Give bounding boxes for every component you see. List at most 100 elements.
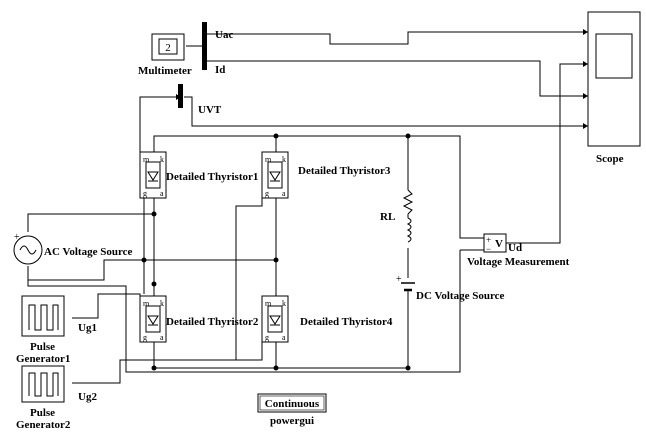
rl-block[interactable]: RL bbox=[380, 189, 414, 243]
wire-id-scope bbox=[206, 60, 588, 97]
vm-label: Voltage Measurement bbox=[467, 256, 570, 268]
vm-box[interactable] bbox=[483, 233, 507, 253]
demux-bar[interactable] bbox=[202, 22, 207, 70]
pulse-generator1-block[interactable]: Pulse Generator1 Ug1 bbox=[16, 295, 97, 365]
wire-ug2-t4 bbox=[72, 318, 263, 384]
thyristor1-label: Detailed Thyristor1 bbox=[166, 171, 258, 183]
thyristor2-box[interactable] bbox=[139, 295, 167, 343]
scope-in-arrow-icon bbox=[583, 93, 588, 99]
wire-ug2-t3 bbox=[235, 180, 263, 360]
junction bbox=[151, 281, 157, 287]
scope-box[interactable] bbox=[587, 11, 641, 147]
multimeter-display-value: 2 bbox=[165, 42, 171, 54]
thyristor4-block[interactable]: m k g a Detailed Thyristor4 bbox=[261, 295, 393, 343]
multimeter-block[interactable]: 2 Multimeter bbox=[138, 33, 192, 77]
thyristor-pin-k: k bbox=[282, 155, 286, 164]
thyristor3-label: Detailed Thyristor3 bbox=[298, 165, 391, 177]
dc-source-label: DC Voltage Source bbox=[416, 290, 505, 302]
wire-uvt-in bbox=[139, 96, 178, 162]
thyristor-pin-m: m bbox=[265, 155, 272, 164]
wire-top-bus bbox=[153, 135, 470, 239]
pulse1-out-label: Ug1 bbox=[78, 322, 97, 334]
ac-sine-icon bbox=[19, 245, 37, 255]
thyristor-diode-icon bbox=[269, 171, 281, 181]
dc-plus-icon: + bbox=[396, 274, 402, 285]
thyristor1-block[interactable]: m k g a Detailed Thyristor1 bbox=[139, 151, 258, 199]
thyristor-pin-a: a bbox=[160, 333, 164, 342]
uvt-bar[interactable] bbox=[178, 84, 183, 108]
junction bbox=[405, 133, 411, 139]
wire-ac-top bbox=[27, 213, 154, 232]
thyristor-pin-g: g bbox=[265, 189, 269, 198]
wire-uvt-scope bbox=[184, 96, 588, 127]
ac-source-block[interactable]: + AC Voltage Source bbox=[13, 232, 133, 265]
scope-block[interactable]: Scope bbox=[583, 11, 641, 165]
wire-vm-neg bbox=[27, 250, 461, 373]
pulse2-label-1: Pulse bbox=[30, 407, 55, 419]
wire-uac-scope bbox=[206, 31, 588, 45]
scope-in-arrow-icon bbox=[583, 123, 588, 129]
thyristor-pin-a: a bbox=[282, 189, 286, 198]
wire-ug1-t2 bbox=[72, 293, 141, 319]
demux-out-uac: Uac bbox=[215, 29, 233, 41]
demux-out-id: Id bbox=[215, 64, 225, 76]
multimeter-label: Multimeter bbox=[138, 65, 192, 77]
uvt-block[interactable]: UVT bbox=[176, 84, 222, 116]
thyristor-pin-k: k bbox=[160, 299, 164, 308]
wire-ud-scope bbox=[506, 63, 588, 244]
junction bbox=[151, 211, 157, 217]
junction bbox=[273, 133, 279, 139]
voltage-measurement-block[interactable]: + − V Ud Voltage Measurement bbox=[460, 233, 570, 268]
inductor-icon bbox=[406, 217, 412, 243]
thyristor2-block[interactable]: m k g a Detailed Thyristor2 bbox=[139, 295, 259, 343]
vm-minus-icon: − bbox=[486, 244, 491, 254]
thyristor-pin-g: g bbox=[265, 333, 269, 342]
thyristor3-box[interactable] bbox=[261, 151, 289, 199]
junction bbox=[405, 365, 411, 371]
thyristor-diode-icon bbox=[269, 315, 281, 325]
multimeter-display bbox=[158, 38, 178, 55]
thyristor-inner bbox=[267, 161, 283, 189]
thyristor-pin-g: g bbox=[143, 189, 147, 198]
pulse2-out-label: Ug2 bbox=[78, 391, 97, 403]
pulse-generator2-block[interactable]: Pulse Generator2 Ug2 bbox=[16, 365, 97, 431]
uvt-label: UVT bbox=[198, 104, 222, 116]
pulse1-label-2: Generator1 bbox=[16, 353, 70, 365]
junction bbox=[151, 365, 157, 371]
powergui-box[interactable] bbox=[257, 393, 327, 413]
thyristor-inner bbox=[145, 161, 161, 189]
uvt-arrow-icon bbox=[176, 94, 181, 100]
junction bbox=[141, 257, 147, 263]
vm-symbol: V bbox=[495, 238, 503, 250]
thyristor-inner bbox=[145, 305, 161, 333]
scope-screen-icon bbox=[595, 33, 633, 79]
vm-out-label: Ud bbox=[508, 242, 522, 254]
wires bbox=[27, 31, 588, 384]
pulse2-label-2: Generator2 bbox=[16, 419, 71, 431]
powergui-label: powergui bbox=[270, 415, 314, 427]
wire-ac-bottom bbox=[27, 259, 276, 281]
thyristor-pin-k: k bbox=[160, 155, 164, 164]
junction bbox=[273, 257, 279, 263]
thyristor-pin-k: k bbox=[282, 299, 286, 308]
ac-source-label: AC Voltage Source bbox=[44, 246, 133, 258]
junctions bbox=[141, 133, 411, 371]
vm-plus-icon: + bbox=[486, 235, 491, 245]
ac-plus-icon: + bbox=[14, 232, 20, 243]
demux-block[interactable]: Uac Id bbox=[202, 22, 233, 76]
powergui-block[interactable]: Continuous powergui bbox=[257, 393, 327, 427]
thyristor-pin-g: g bbox=[143, 333, 147, 342]
resistor-icon bbox=[402, 189, 414, 215]
thyristor3-block[interactable]: m k g a Detailed Thyristor3 bbox=[261, 151, 391, 199]
thyristor-diode-icon bbox=[147, 315, 159, 325]
junction bbox=[273, 365, 279, 371]
thyristor-pin-a: a bbox=[160, 189, 164, 198]
thyristor4-box[interactable] bbox=[261, 295, 289, 343]
thyristor-diode-icon bbox=[147, 171, 159, 181]
pulse1-label-1: Pulse bbox=[30, 341, 55, 353]
rl-label: RL bbox=[380, 211, 395, 223]
dc-source-block[interactable]: + DC Voltage Source bbox=[396, 274, 505, 302]
powergui-box-text: Continuous bbox=[265, 398, 320, 410]
thyristor2-label: Detailed Thyristor2 bbox=[166, 316, 259, 328]
